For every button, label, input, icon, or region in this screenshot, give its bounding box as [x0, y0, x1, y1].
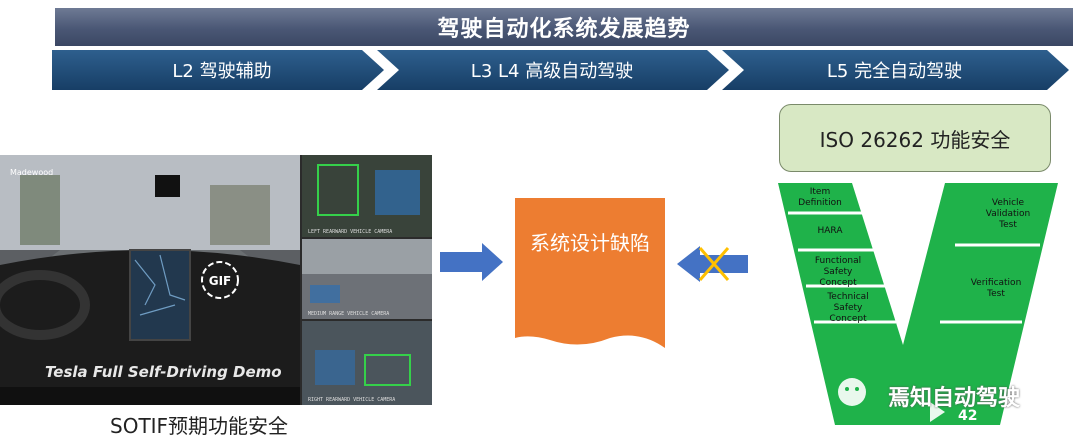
v-step-verification-test: Verification Test — [970, 278, 1022, 299]
iso-26262-label: ISO 26262 功能安全 — [819, 127, 1011, 152]
v-step-vehicle-validation-test: Vehicle Validation Test — [985, 198, 1031, 230]
v-step-hara: HARA — [817, 226, 843, 236]
gif-badge: GIF — [209, 274, 232, 288]
iso-26262-box: ISO 26262 功能安全 — [779, 104, 1051, 172]
watermark-text: 焉知自动驾驶 — [888, 386, 1021, 411]
fsd-demo-image: GIF Madewood Tesla Full Self-Driving Dem… — [0, 155, 432, 405]
stage-chevron-1 — [52, 50, 384, 90]
camera-label-left: LEFT REARWARD VEHICLE CAMERA — [308, 229, 392, 235]
v-step-technical-safety-concept: Technical Safety Concept — [827, 292, 869, 324]
street-label: Madewood — [10, 168, 53, 177]
camera-label-right: RIGHT REARWARD VEHICLE CAMERA — [308, 397, 395, 403]
chevron-shapes — [52, 50, 1069, 90]
arrow-left-icon — [677, 246, 748, 282]
document-shape — [515, 198, 665, 348]
demo-overlay-text: Tesla Full Self-Driving Demo — [45, 363, 282, 381]
gif-badge-ring — [201, 261, 239, 299]
v-step-functional-safety-concept: Functional Safety Concept — [814, 256, 862, 288]
arrow-right-icon — [440, 243, 503, 281]
v-step-item-definition: Item Definition — [798, 187, 842, 208]
stage-label-l2: L2 驾驶辅助 — [172, 61, 272, 82]
stage-chevrons: L2 驾驶辅助 L3 L4 高级自动驾驶 L5 完全自动驾驶 — [52, 50, 1072, 90]
stage-label-l3l4: L3 L4 高级自动驾驶 — [470, 61, 634, 82]
stage-chevron-2 — [377, 50, 729, 90]
stage-chevron-3 — [722, 50, 1069, 90]
sotif-caption: SOTIF预期功能安全 — [110, 414, 289, 438]
document-label: 系统设计缺陷 — [530, 231, 650, 255]
camera-label-medium: MEDIUM RANGE VEHICLE CAMERA — [308, 311, 389, 317]
stage-label-l5: L5 完全自动驾驶 — [826, 61, 963, 82]
cross-icon — [698, 247, 730, 281]
title-text: 驾驶自动化系统发展趋势 — [437, 17, 691, 42]
page-title: 驾驶自动化系统发展趋势 — [55, 8, 1073, 46]
